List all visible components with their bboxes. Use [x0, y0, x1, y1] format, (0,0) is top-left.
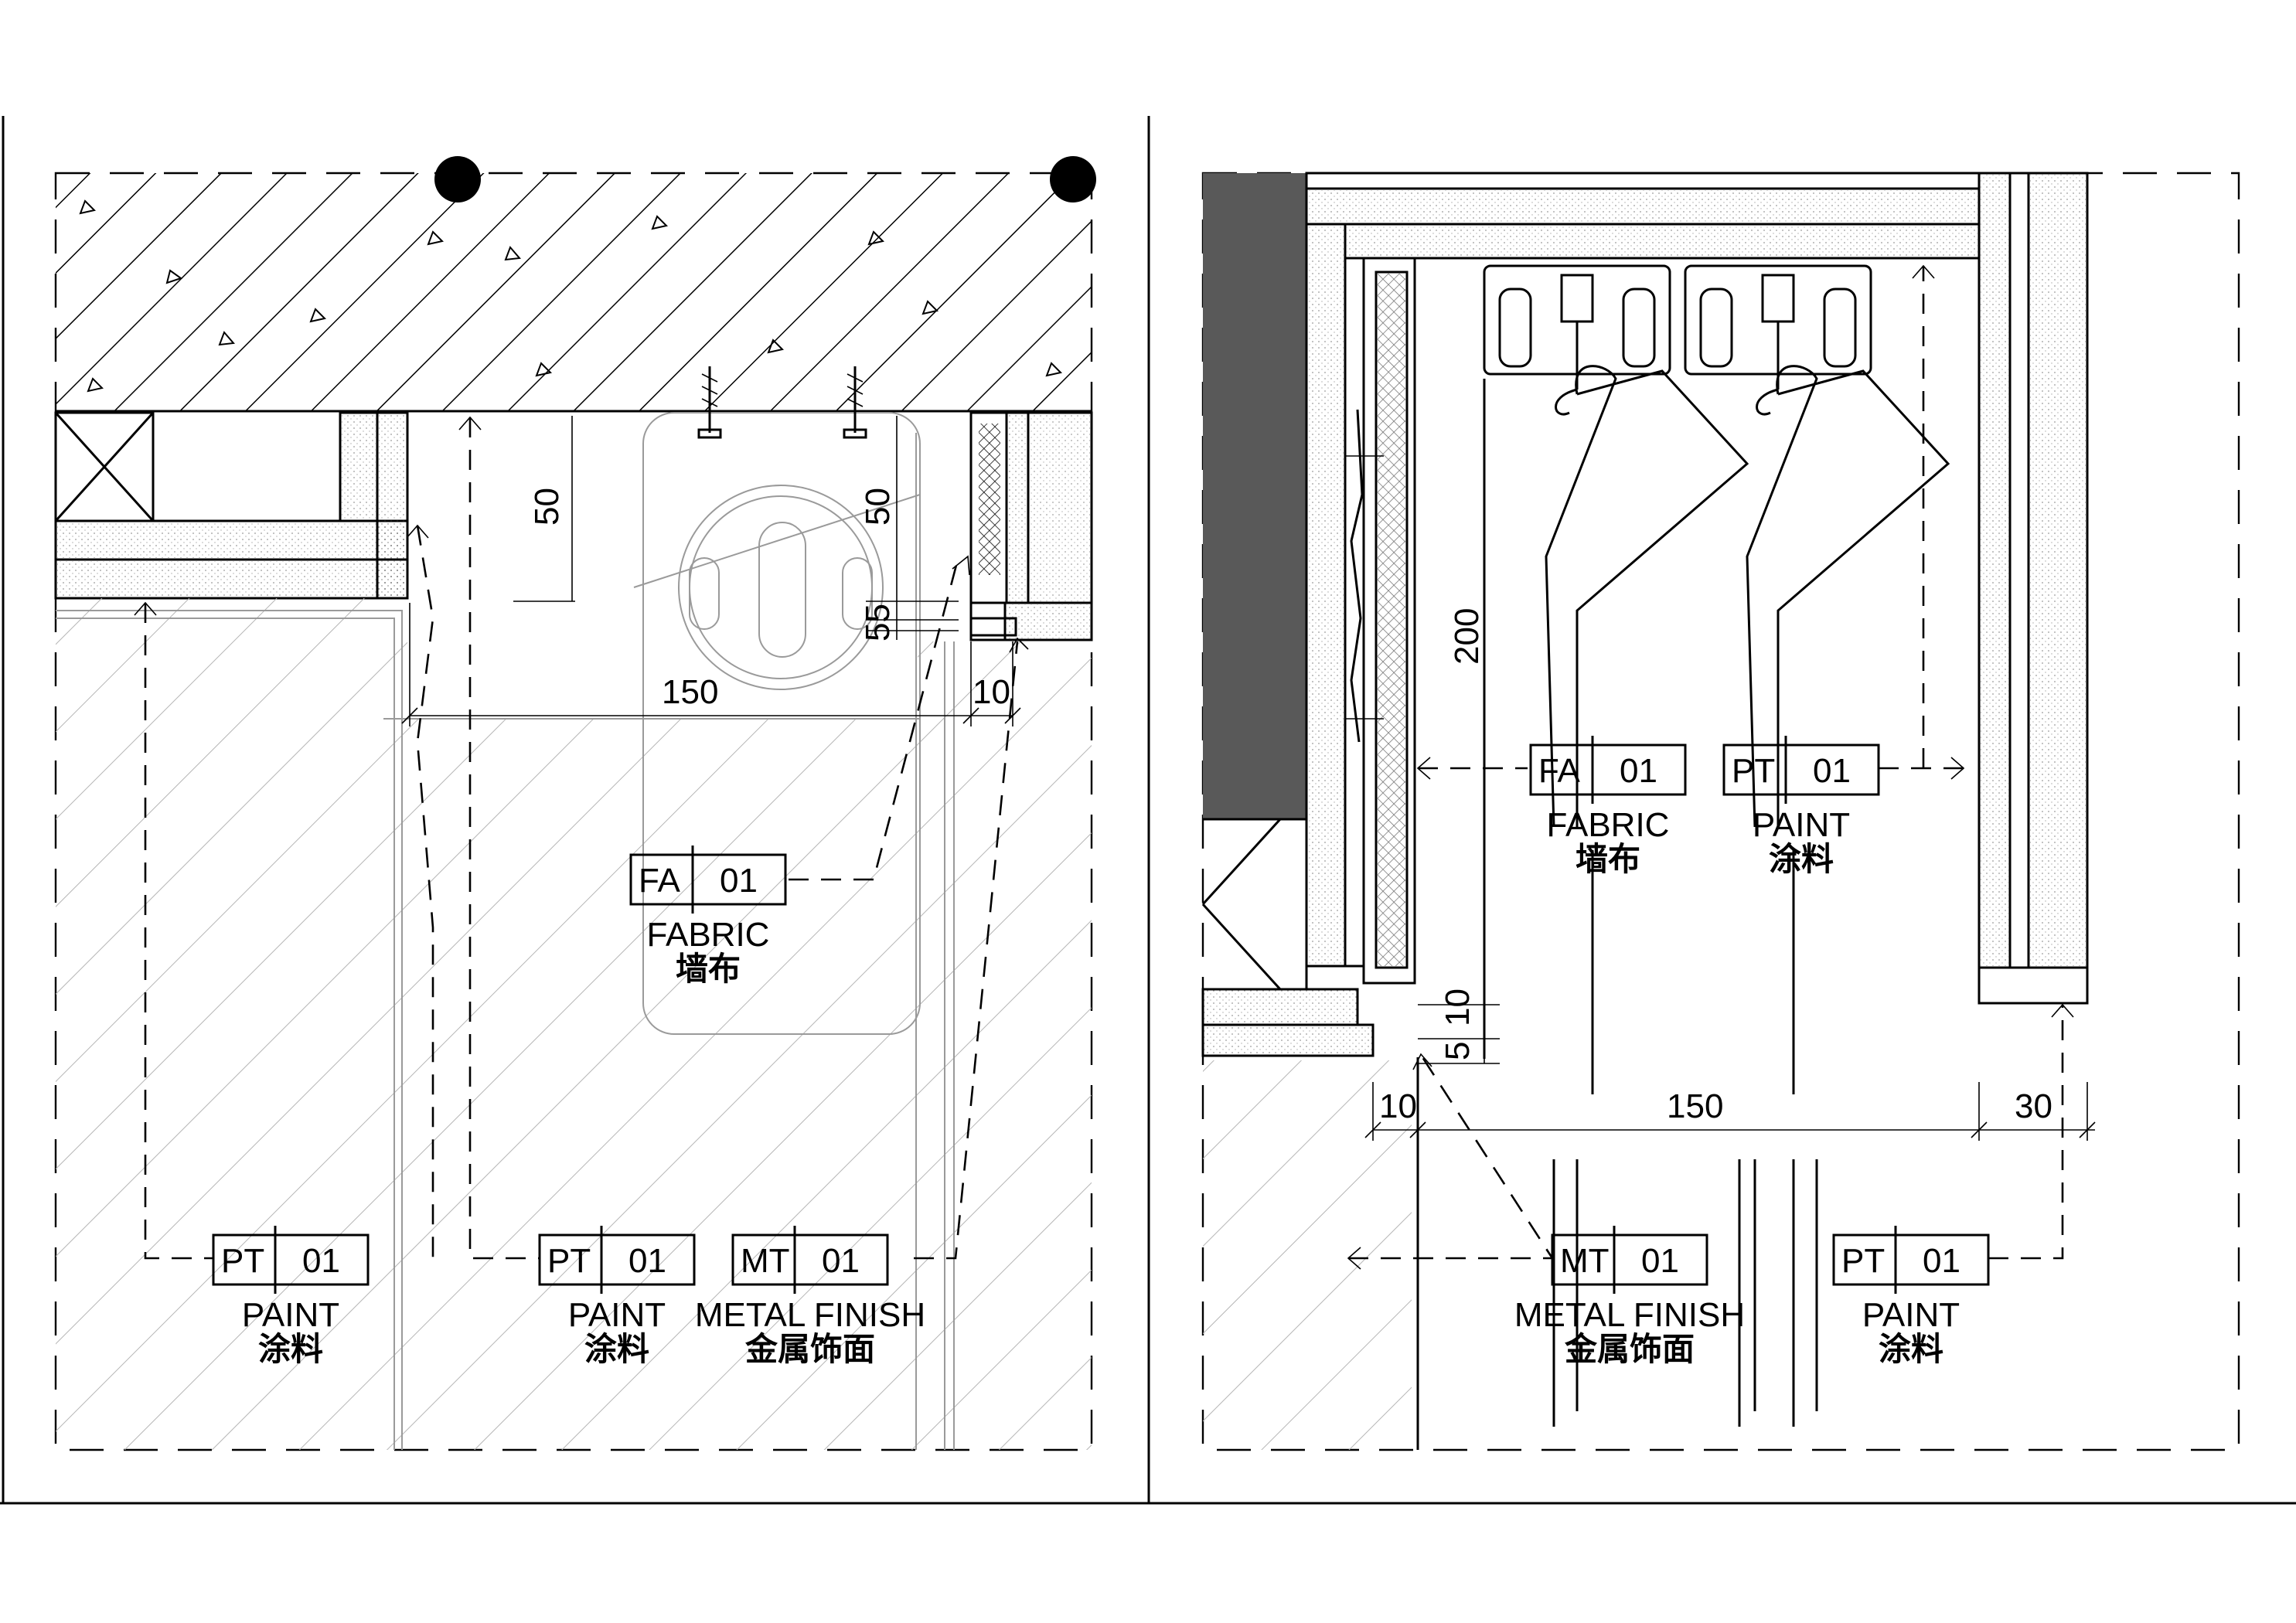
dim-55: 55 [859, 604, 897, 641]
tag-number: 01 [1923, 1242, 1960, 1280]
material-tag: MT 01 METAL FINISH 金属饰面 [1514, 1226, 1745, 1368]
dark-wall [1203, 173, 1306, 819]
dim-50-a: 50 [528, 488, 566, 526]
tag-label-cn: 涂料 [584, 1330, 649, 1368]
material-tag: PT 01 PAINT 涂料 [1832, 1226, 1990, 1368]
left-detail: 50 50 55 150 10 [54, 156, 1096, 1451]
tag-number: 01 [302, 1242, 340, 1280]
tag-label-en: PAINT [242, 1296, 339, 1334]
sheet-frame [0, 116, 2296, 1505]
dim-150: 150 [662, 673, 718, 711]
material-tag: FA 01 FABRIC 墙布 [629, 846, 787, 988]
ceiling-layers [1305, 172, 1981, 260]
tag-label-cn: 墙布 [676, 950, 741, 988]
left-ceiling-buildup [54, 411, 409, 600]
right-ceiling-buildup [969, 411, 1093, 641]
tag-number: 01 [1620, 752, 1657, 790]
tag-code: PT [547, 1242, 591, 1280]
right-wall-layers [1977, 172, 2089, 1005]
outlet-cover [642, 412, 921, 1035]
dim-5: 5 [1439, 1042, 1477, 1060]
material-tag: PT 01 PAINT 涂料 [212, 1226, 370, 1368]
tag-code: FA [1538, 752, 1580, 790]
tag-label-en: PAINT [1753, 806, 1850, 844]
material-tag: FA 01 FABRIC 墙布 [1529, 736, 1687, 878]
interior-lines [1416, 379, 1818, 1450]
material-tag: PT 01 PAINT 涂料 [1722, 736, 1880, 878]
tag-code: PT [1841, 1242, 1885, 1280]
tag-code: MT [741, 1242, 790, 1280]
tag-label-cn: 涂料 [1879, 1330, 1943, 1368]
tag-code: MT [1560, 1242, 1610, 1280]
concrete-slab [56, 156, 1096, 413]
tag-label-en: FABRIC [647, 916, 770, 954]
tag-number: 01 [822, 1242, 860, 1280]
tag-label-en: METAL FINISH [1514, 1296, 1745, 1334]
dim-10-vertical: 10 [1439, 988, 1477, 1026]
dim-30: 30 [2015, 1087, 2052, 1125]
tag-code: PT [1732, 752, 1775, 790]
tag-number: 01 [629, 1242, 666, 1280]
right-dimensions: 200 10 5 10 150 30 [1364, 382, 2096, 1141]
tag-number: 01 [1641, 1242, 1679, 1280]
left-dimensions: 50 50 55 150 10 [401, 416, 1021, 726]
material-tag: MT 01 METAL FINISH 金属饰面 [695, 1226, 925, 1368]
tag-number: 01 [1813, 752, 1851, 790]
tag-code: FA [639, 862, 680, 900]
dim-150: 150 [1667, 1087, 1723, 1125]
wall-panels [56, 433, 1092, 1450]
tag-label-cn: 墙布 [1576, 840, 1640, 878]
tag-label-en: METAL FINISH [695, 1296, 925, 1334]
tag-label-cn: 涂料 [1769, 840, 1834, 878]
tag-label-en: FABRIC [1547, 806, 1670, 844]
ceiling-screw-icon [697, 366, 722, 439]
dim-50-b: 50 [859, 488, 897, 526]
tag-label-en: PAINT [568, 1296, 666, 1334]
right-detail: 200 10 5 10 150 30 [1201, 172, 2240, 1451]
tag-label-cn: 金属饰面 [1564, 1330, 1695, 1368]
material-tag: PT 01 PAINT 涂料 [538, 1226, 696, 1368]
ceiling-screw-icon [843, 366, 867, 439]
tag-label-en: PAINT [1862, 1296, 1960, 1334]
tag-code: PT [221, 1242, 264, 1280]
tag-label-cn: 涂料 [258, 1330, 323, 1368]
left-leaders [134, 416, 1029, 1260]
dim-200: 200 [1448, 608, 1486, 665]
tag-label-cn: 金属饰面 [744, 1330, 875, 1368]
dim-10: 10 [1379, 1087, 1417, 1125]
left-wall-layers [1305, 223, 1416, 985]
curtain-hook [1545, 365, 1950, 828]
tag-number: 01 [720, 862, 758, 900]
dim-10: 10 [973, 673, 1010, 711]
